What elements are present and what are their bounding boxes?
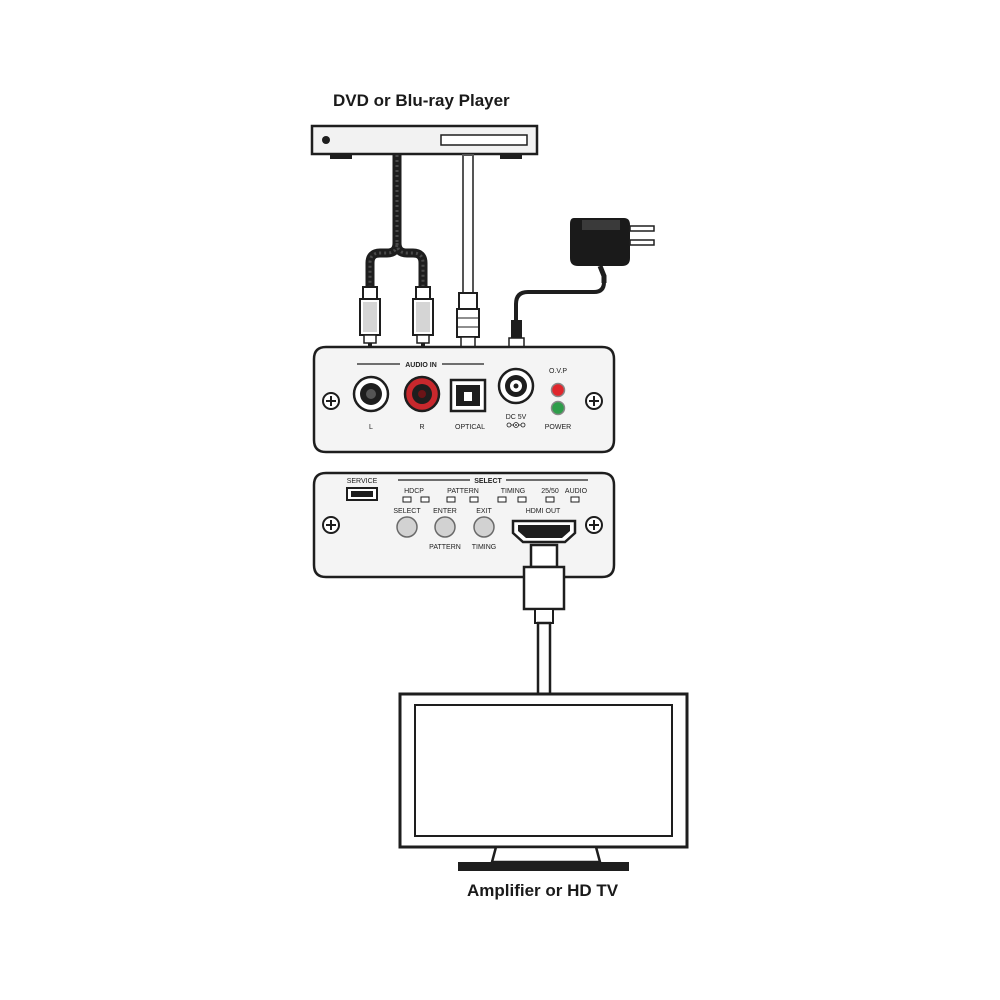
front-screw-right xyxy=(585,392,603,410)
optical-label: OPTICAL xyxy=(455,424,485,431)
source-device-title: DVD or Blu-ray Player xyxy=(333,91,510,110)
dc-label: DC 5V xyxy=(506,414,527,421)
sink-device-title: Amplifier or HD TV xyxy=(467,881,619,900)
service-label: SERVICE xyxy=(347,478,378,485)
led-label-timing: TIMING xyxy=(501,488,526,495)
select-button[interactable] xyxy=(396,516,418,538)
led-pattern-1 xyxy=(446,496,456,503)
led-timing-1 xyxy=(497,496,507,503)
rca-jack-left[interactable] xyxy=(352,375,390,413)
button-sublabel-pattern: PATTERN xyxy=(429,544,461,551)
led-label-audio: AUDIO xyxy=(565,488,588,495)
enter-button[interactable] xyxy=(434,516,456,538)
dvd-power-indicator xyxy=(322,136,330,144)
led-label-pattern: PATTERN xyxy=(447,488,479,495)
select-group-label: SELECT xyxy=(474,478,502,485)
tv-stand-base xyxy=(458,862,629,871)
rca-audio-cable xyxy=(359,155,434,357)
dc-power-jack[interactable] xyxy=(497,367,535,405)
audio-in-label: AUDIO IN xyxy=(405,362,437,369)
jack-left-label: L xyxy=(369,424,373,431)
ovp-led xyxy=(550,382,566,398)
front-screw-left xyxy=(322,392,340,410)
led-timing-2 xyxy=(517,496,527,503)
button-label-select: SELECT xyxy=(393,508,421,515)
rca-plug-left xyxy=(359,286,381,357)
dc-polarity-icon xyxy=(506,422,526,428)
rca-plug-right xyxy=(412,286,434,357)
rca-jack-right[interactable] xyxy=(403,375,441,413)
led-audio xyxy=(570,496,580,503)
hd-tv xyxy=(398,692,689,871)
button-label-enter: ENTER xyxy=(433,508,457,515)
hdmi-out-label: HDMI OUT xyxy=(526,508,561,515)
button-sublabel-timing: TIMING xyxy=(472,544,497,551)
hdmi-cable xyxy=(522,543,566,696)
rear-screw-right xyxy=(585,516,603,534)
service-usb-port[interactable] xyxy=(346,487,378,501)
ovp-label: O.V.P xyxy=(549,368,567,375)
dvd-disc-tray xyxy=(440,134,528,146)
jack-right-label: R xyxy=(419,424,424,431)
led-hdcp-1 xyxy=(402,496,412,503)
optical-cable xyxy=(456,154,480,350)
led-label-hdcp: HDCP xyxy=(404,488,424,495)
power-led xyxy=(550,400,566,416)
front-panel: AUDIO IN L R OPTICAL DC 5V xyxy=(312,345,616,454)
power-adapter xyxy=(508,218,655,360)
power-label: POWER xyxy=(545,424,571,431)
exit-button[interactable] xyxy=(473,516,495,538)
rear-panel: SERVICE SELECT HDCP PATTERN TIMING 25/50… xyxy=(312,471,616,579)
optical-port[interactable] xyxy=(449,378,487,413)
led-pattern-2 xyxy=(469,496,479,503)
led-label-2550: 25/50 xyxy=(541,488,559,495)
led-hdcp-2 xyxy=(420,496,430,503)
led-2550 xyxy=(545,496,555,503)
button-label-exit: EXIT xyxy=(476,508,492,515)
hdmi-out-port[interactable] xyxy=(511,519,577,544)
rear-screw-left xyxy=(322,516,340,534)
dvd-player xyxy=(310,124,539,159)
tv-screen xyxy=(414,704,673,837)
